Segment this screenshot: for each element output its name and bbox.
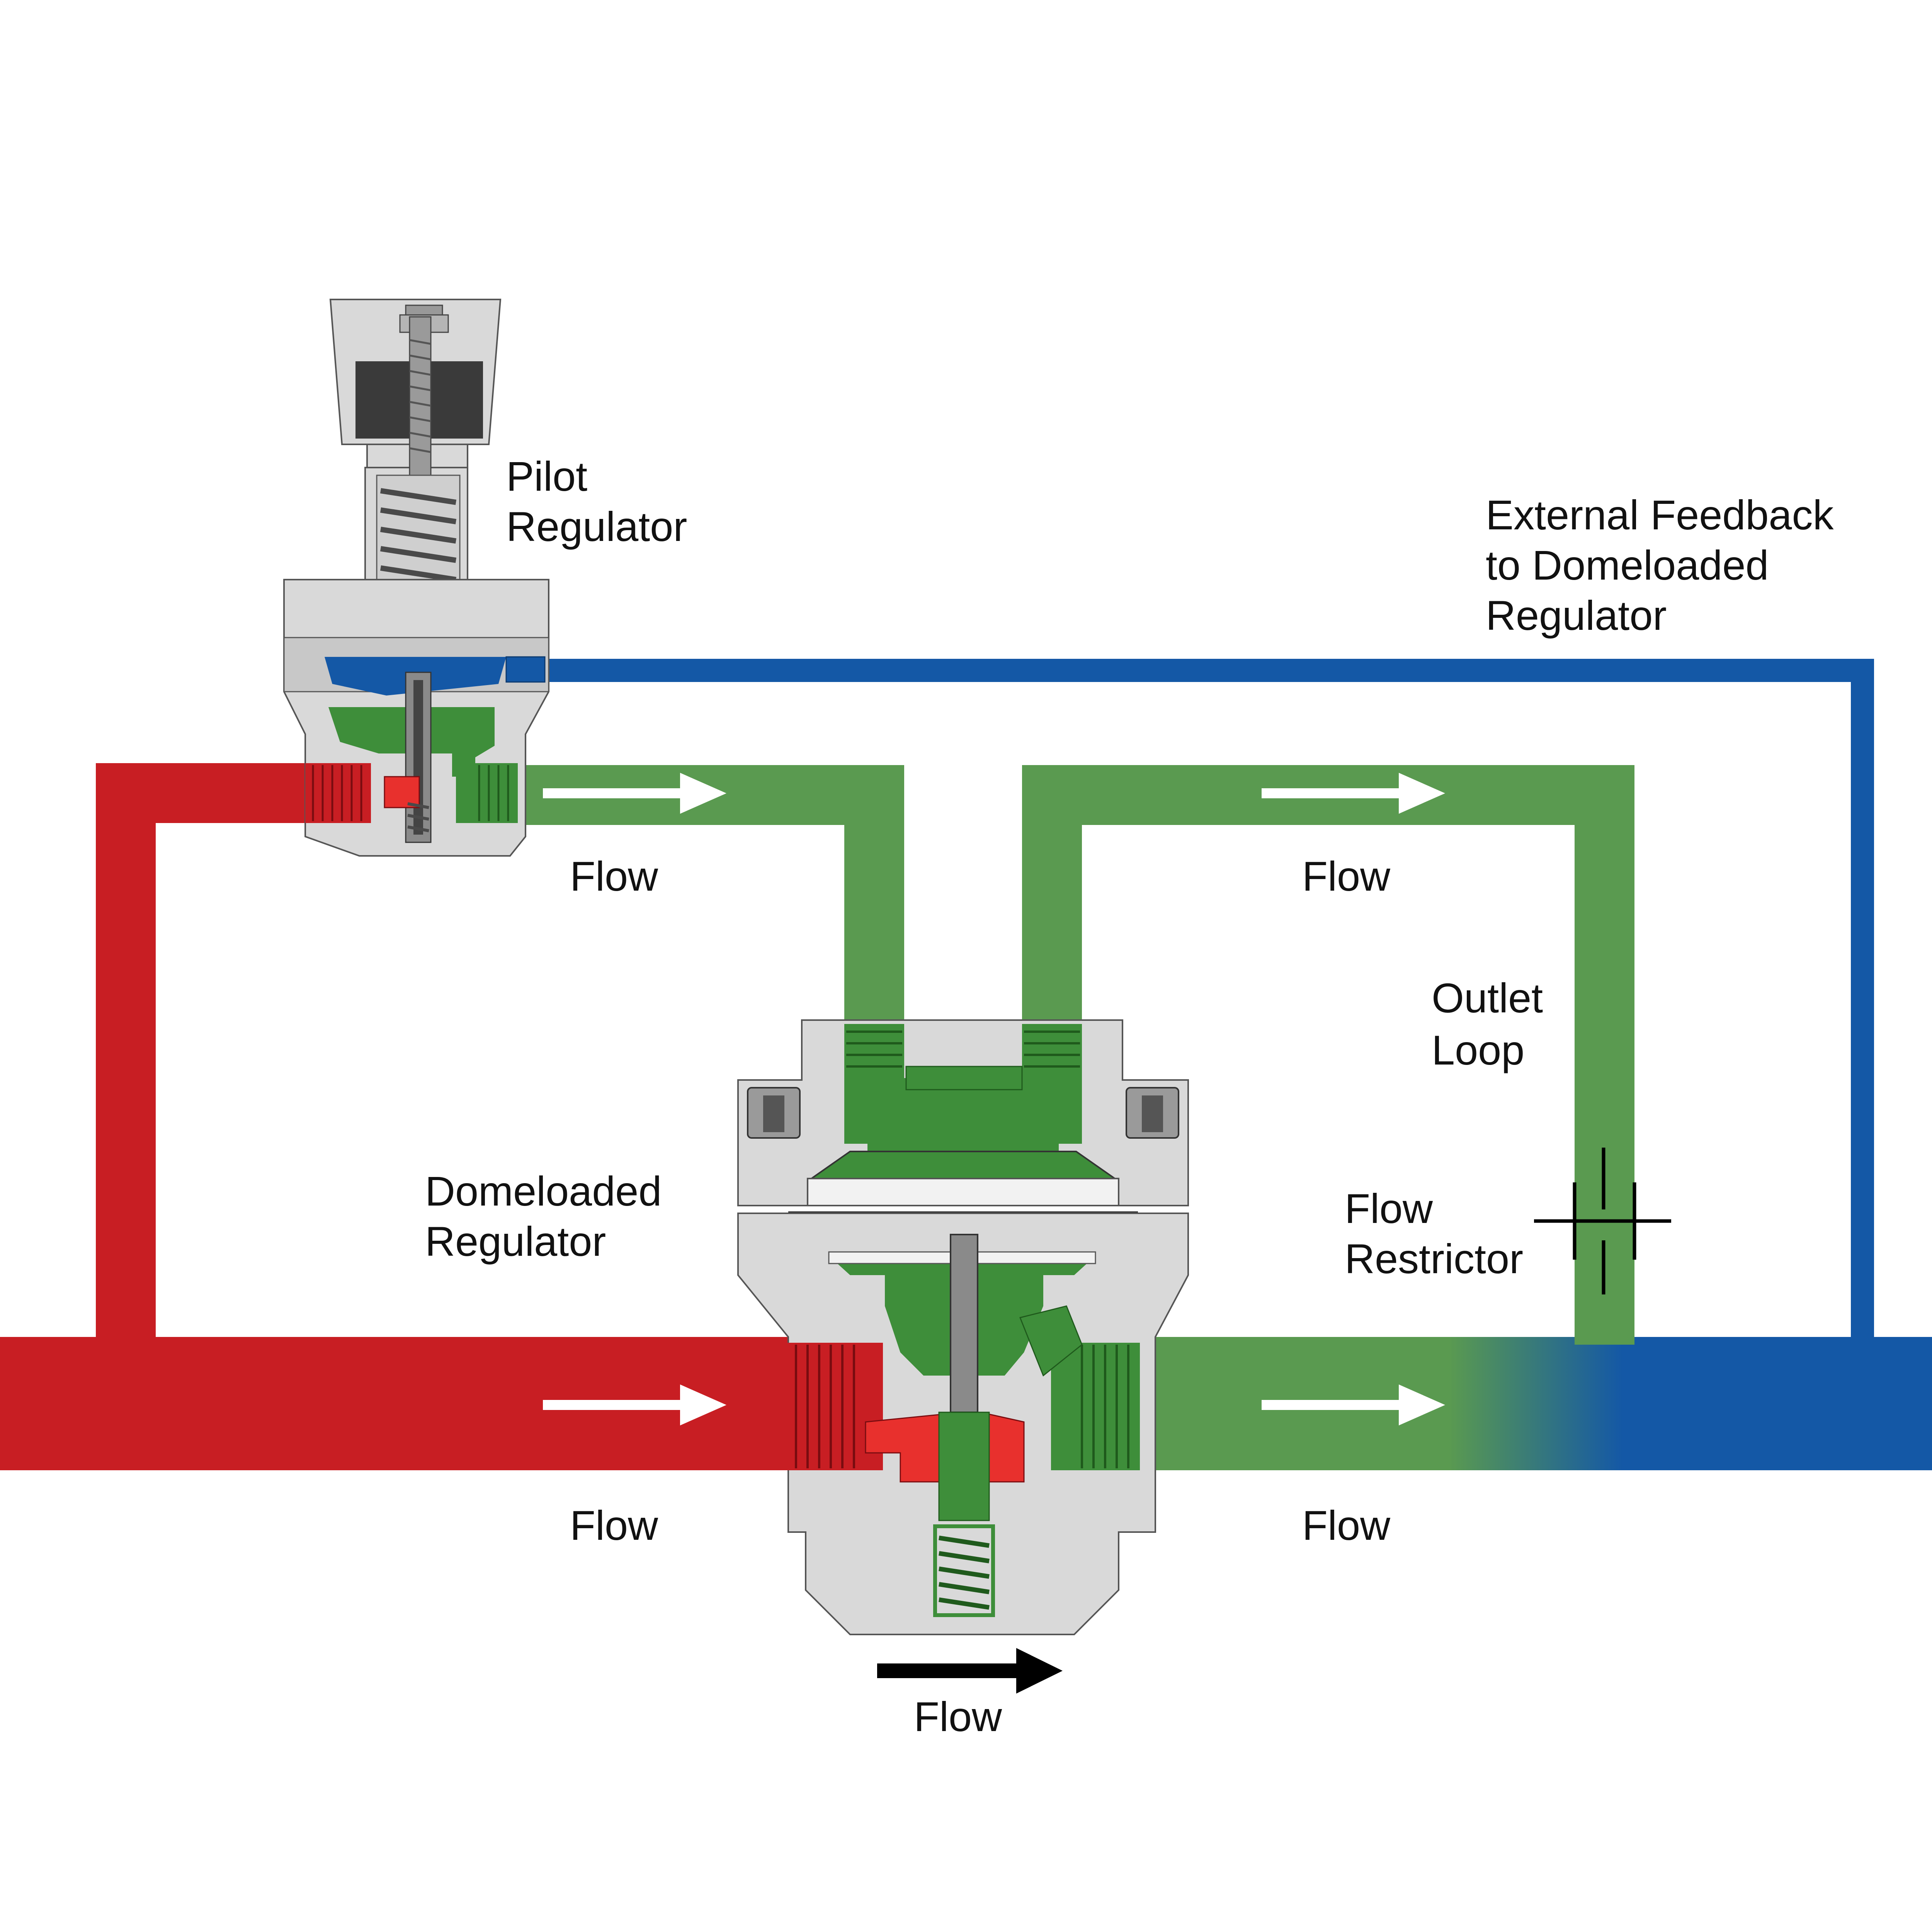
pilot-outlet-down-pipe bbox=[844, 765, 904, 1028]
domeloaded-poppet bbox=[938, 1412, 990, 1521]
flow-label-direction: Flow bbox=[914, 1693, 1002, 1740]
feedback-label-line2: to Domeloaded bbox=[1486, 542, 1769, 588]
pilot-spring bbox=[380, 488, 457, 621]
dome-port-left-thread bbox=[844, 1024, 904, 1082]
domeloaded-bottom-spring bbox=[939, 1536, 990, 1610]
feedback-label-line1: External Feedback bbox=[1486, 492, 1834, 538]
pilot-regulator bbox=[283, 299, 549, 857]
domeloaded-outlet-thread bbox=[1051, 1343, 1140, 1470]
domeloaded-label-line1: Domeloaded bbox=[425, 1168, 662, 1214]
flow-label-inlet-main: Flow bbox=[570, 1502, 658, 1549]
domeloaded-label-line2: Regulator bbox=[425, 1218, 606, 1265]
domeloaded-regulator bbox=[737, 1019, 1189, 1635]
pilot-inlet-seat bbox=[384, 776, 420, 808]
flow-restrictor-symbol bbox=[1534, 1148, 1671, 1294]
restrictor-label-line2: Restrictor bbox=[1345, 1235, 1523, 1282]
dome-diaphragm-plate bbox=[809, 1151, 1117, 1179]
inlet-top-pipe bbox=[96, 763, 312, 823]
flow-arrows bbox=[543, 773, 1445, 1694]
pilot-inlet-thread bbox=[305, 763, 371, 823]
flow-label-outlet-main: Flow bbox=[1302, 1502, 1391, 1549]
outlet-loop-label-line1: Outlet bbox=[1432, 975, 1543, 1021]
dome-port-right-thread bbox=[1022, 1024, 1082, 1082]
dome-chamber bbox=[844, 1078, 1082, 1159]
feedback-label-line3: Regulator bbox=[1486, 592, 1667, 639]
inlet-piping bbox=[0, 763, 792, 1470]
pilot-label-line1: Pilot bbox=[506, 453, 587, 500]
pilot-feedback-port bbox=[505, 656, 546, 683]
arrow-inlet-main bbox=[543, 1384, 726, 1425]
inlet-riser-pipe bbox=[96, 763, 156, 1343]
feedback-piping bbox=[541, 659, 1874, 1345]
feedback-top-pipe bbox=[541, 659, 1874, 682]
arrow-outlet-loop bbox=[1262, 773, 1445, 814]
outlet-loop-label-line2: Loop bbox=[1432, 1027, 1524, 1073]
labels: Pilot Regulator External Feedback to Dom… bbox=[425, 453, 1834, 1740]
arrow-direction-black bbox=[877, 1648, 1063, 1694]
restrictor-label-line1: Flow bbox=[1345, 1185, 1433, 1232]
outlet-main-pipe bbox=[1140, 1337, 1932, 1470]
domeloaded-stem bbox=[950, 1234, 978, 1413]
pilot-label-line2: Regulator bbox=[506, 503, 687, 550]
feedback-down-pipe bbox=[1851, 659, 1874, 1345]
flow-label-outlet-loop: Flow bbox=[1302, 853, 1391, 900]
arrow-outlet-main bbox=[1262, 1384, 1445, 1425]
flow-label-pilot-outlet: Flow bbox=[570, 853, 658, 900]
arrow-pilot-outlet bbox=[543, 773, 726, 814]
